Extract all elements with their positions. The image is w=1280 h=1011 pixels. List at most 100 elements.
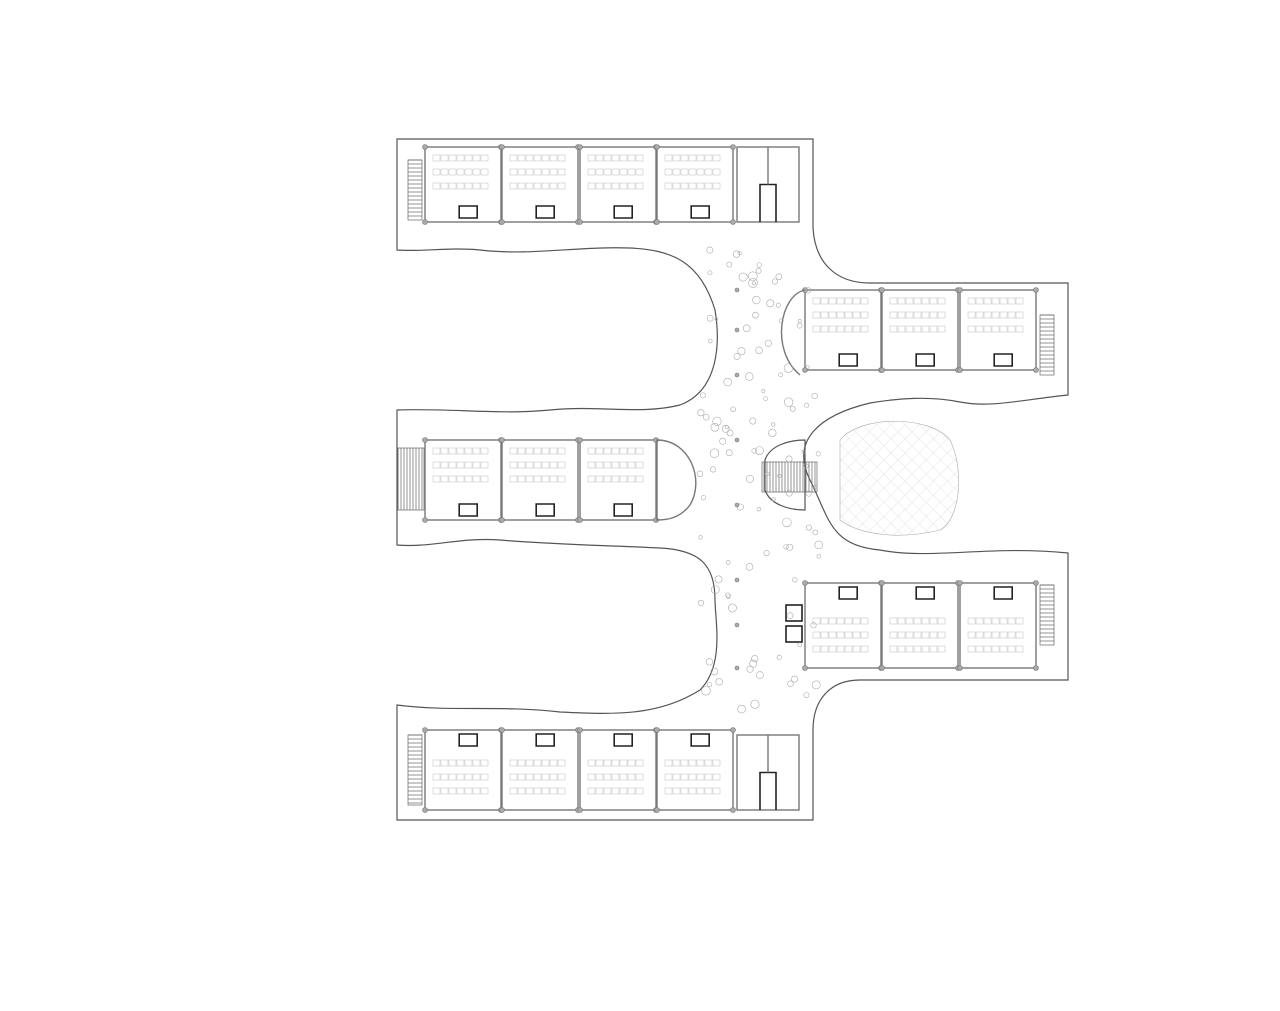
desk	[664, 182, 673, 190]
column	[499, 517, 505, 523]
desk	[836, 645, 845, 653]
desk	[905, 297, 914, 305]
desk	[664, 773, 673, 781]
desk	[456, 787, 465, 795]
desk	[975, 297, 984, 305]
desk	[432, 787, 441, 795]
desk	[557, 168, 566, 176]
desk	[611, 182, 620, 190]
classroom	[422, 727, 504, 813]
desk	[712, 154, 721, 162]
landscape-element	[700, 495, 707, 501]
landscape-element	[786, 543, 794, 551]
desk	[967, 645, 976, 653]
desk	[541, 154, 550, 162]
desk	[860, 631, 869, 639]
desk	[557, 773, 566, 781]
desk	[688, 773, 697, 781]
desk	[509, 759, 518, 767]
desk	[635, 154, 644, 162]
desk	[967, 631, 976, 639]
desk	[889, 311, 898, 319]
desk	[448, 773, 457, 781]
desk	[1015, 311, 1024, 319]
desk	[525, 182, 534, 190]
desk	[820, 617, 829, 625]
desk	[983, 631, 992, 639]
desk	[704, 787, 713, 795]
desk	[905, 645, 914, 653]
desk	[517, 461, 526, 469]
column	[734, 665, 740, 671]
column	[957, 580, 963, 586]
desk	[432, 168, 441, 176]
desk	[619, 447, 628, 455]
landscape-element	[737, 251, 742, 256]
column	[577, 517, 583, 523]
desk	[533, 182, 542, 190]
desk	[852, 297, 861, 305]
desk	[611, 773, 620, 781]
column	[879, 665, 885, 671]
desk	[1015, 617, 1024, 625]
desk	[812, 645, 821, 653]
desk	[635, 759, 644, 767]
landscape-element	[705, 658, 713, 666]
landscape-element	[756, 671, 764, 679]
desk	[1007, 617, 1016, 625]
desk	[541, 759, 550, 767]
landscape-element	[761, 389, 766, 394]
desk	[603, 168, 612, 176]
landscape-element	[755, 446, 764, 455]
desk	[975, 311, 984, 319]
landscape-element	[700, 392, 706, 399]
column	[734, 372, 740, 378]
landscape-element	[738, 272, 748, 282]
desk	[440, 773, 449, 781]
desk	[929, 617, 938, 625]
desk	[525, 759, 534, 767]
desk	[999, 645, 1008, 653]
desk	[812, 311, 821, 319]
column	[422, 144, 428, 150]
desk	[440, 168, 449, 176]
storage-core	[993, 353, 1013, 367]
desk	[852, 631, 861, 639]
desk	[967, 297, 976, 305]
landscape-element	[785, 455, 793, 463]
landscape-element	[805, 524, 812, 531]
desk	[549, 182, 558, 190]
column	[1033, 580, 1039, 586]
column	[802, 580, 808, 586]
storage-core	[838, 353, 858, 367]
storage-core	[915, 586, 935, 600]
desk	[603, 773, 612, 781]
landscape-element	[805, 490, 812, 497]
landscape-element	[763, 396, 768, 401]
landscape-element	[726, 594, 731, 599]
desk	[844, 631, 853, 639]
desk	[525, 461, 534, 469]
storage-core	[535, 733, 555, 747]
desk	[448, 759, 457, 767]
landscape-element	[797, 319, 802, 323]
desk	[1015, 645, 1024, 653]
column	[577, 219, 583, 225]
landscape-element	[751, 655, 759, 663]
desk	[627, 787, 636, 795]
desk	[480, 168, 489, 176]
landscape-element	[805, 287, 812, 294]
desk	[999, 325, 1008, 333]
stair	[407, 734, 423, 806]
desk	[464, 773, 473, 781]
elevator	[785, 625, 803, 643]
desk	[905, 617, 914, 625]
storage-core	[458, 503, 478, 517]
landscape-element	[730, 406, 736, 413]
desk	[889, 325, 898, 333]
desk	[991, 617, 1000, 625]
desk	[664, 154, 673, 162]
landscape-element	[726, 429, 734, 437]
column	[422, 437, 428, 443]
desk	[557, 461, 566, 469]
